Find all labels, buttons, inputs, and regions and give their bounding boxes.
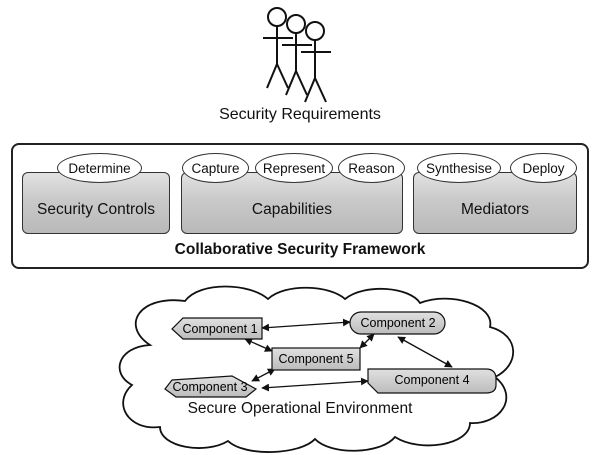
component-3-label: Component 3 <box>172 380 247 394</box>
connector-5-2 <box>359 333 375 349</box>
component-3-shape <box>164 375 258 398</box>
connector-1-5 <box>244 338 273 352</box>
component-4-shape <box>367 368 497 394</box>
component-1-label: Component 1 <box>182 322 257 336</box>
connector-3-4 <box>261 377 369 392</box>
framework-title: Collaborative Security Framework <box>174 241 426 258</box>
component-4-label: Component 4 <box>394 373 469 387</box>
connector-5-3 <box>251 368 276 382</box>
environment-label: Secure Operational Environment <box>187 400 413 417</box>
connector-1-2 <box>261 318 351 332</box>
environment-cloud: Component 1 Component 2 Component 5 Comp… <box>118 285 515 453</box>
module-label: Capabilities <box>251 201 333 218</box>
actors-group-icon <box>263 7 331 103</box>
function-determine: Determine <box>57 153 142 183</box>
module-label: Security Controls <box>36 201 155 218</box>
function-reason: Reason <box>338 153 405 183</box>
function-deploy: Deploy <box>510 153 577 183</box>
component-1-shape <box>171 317 263 340</box>
module-label: Mediators <box>460 201 530 218</box>
component-5-label: Component 5 <box>278 352 353 366</box>
component-5-shape <box>271 347 361 371</box>
component-2-label: Component 2 <box>360 316 435 330</box>
component-2-shape <box>349 311 446 335</box>
connector-2-4 <box>397 336 453 368</box>
actors-label: Security Requirements <box>219 106 381 123</box>
function-represent: Represent <box>255 153 333 183</box>
function-synthesise: Synthesise <box>417 153 501 183</box>
function-capture: Capture <box>182 153 249 183</box>
